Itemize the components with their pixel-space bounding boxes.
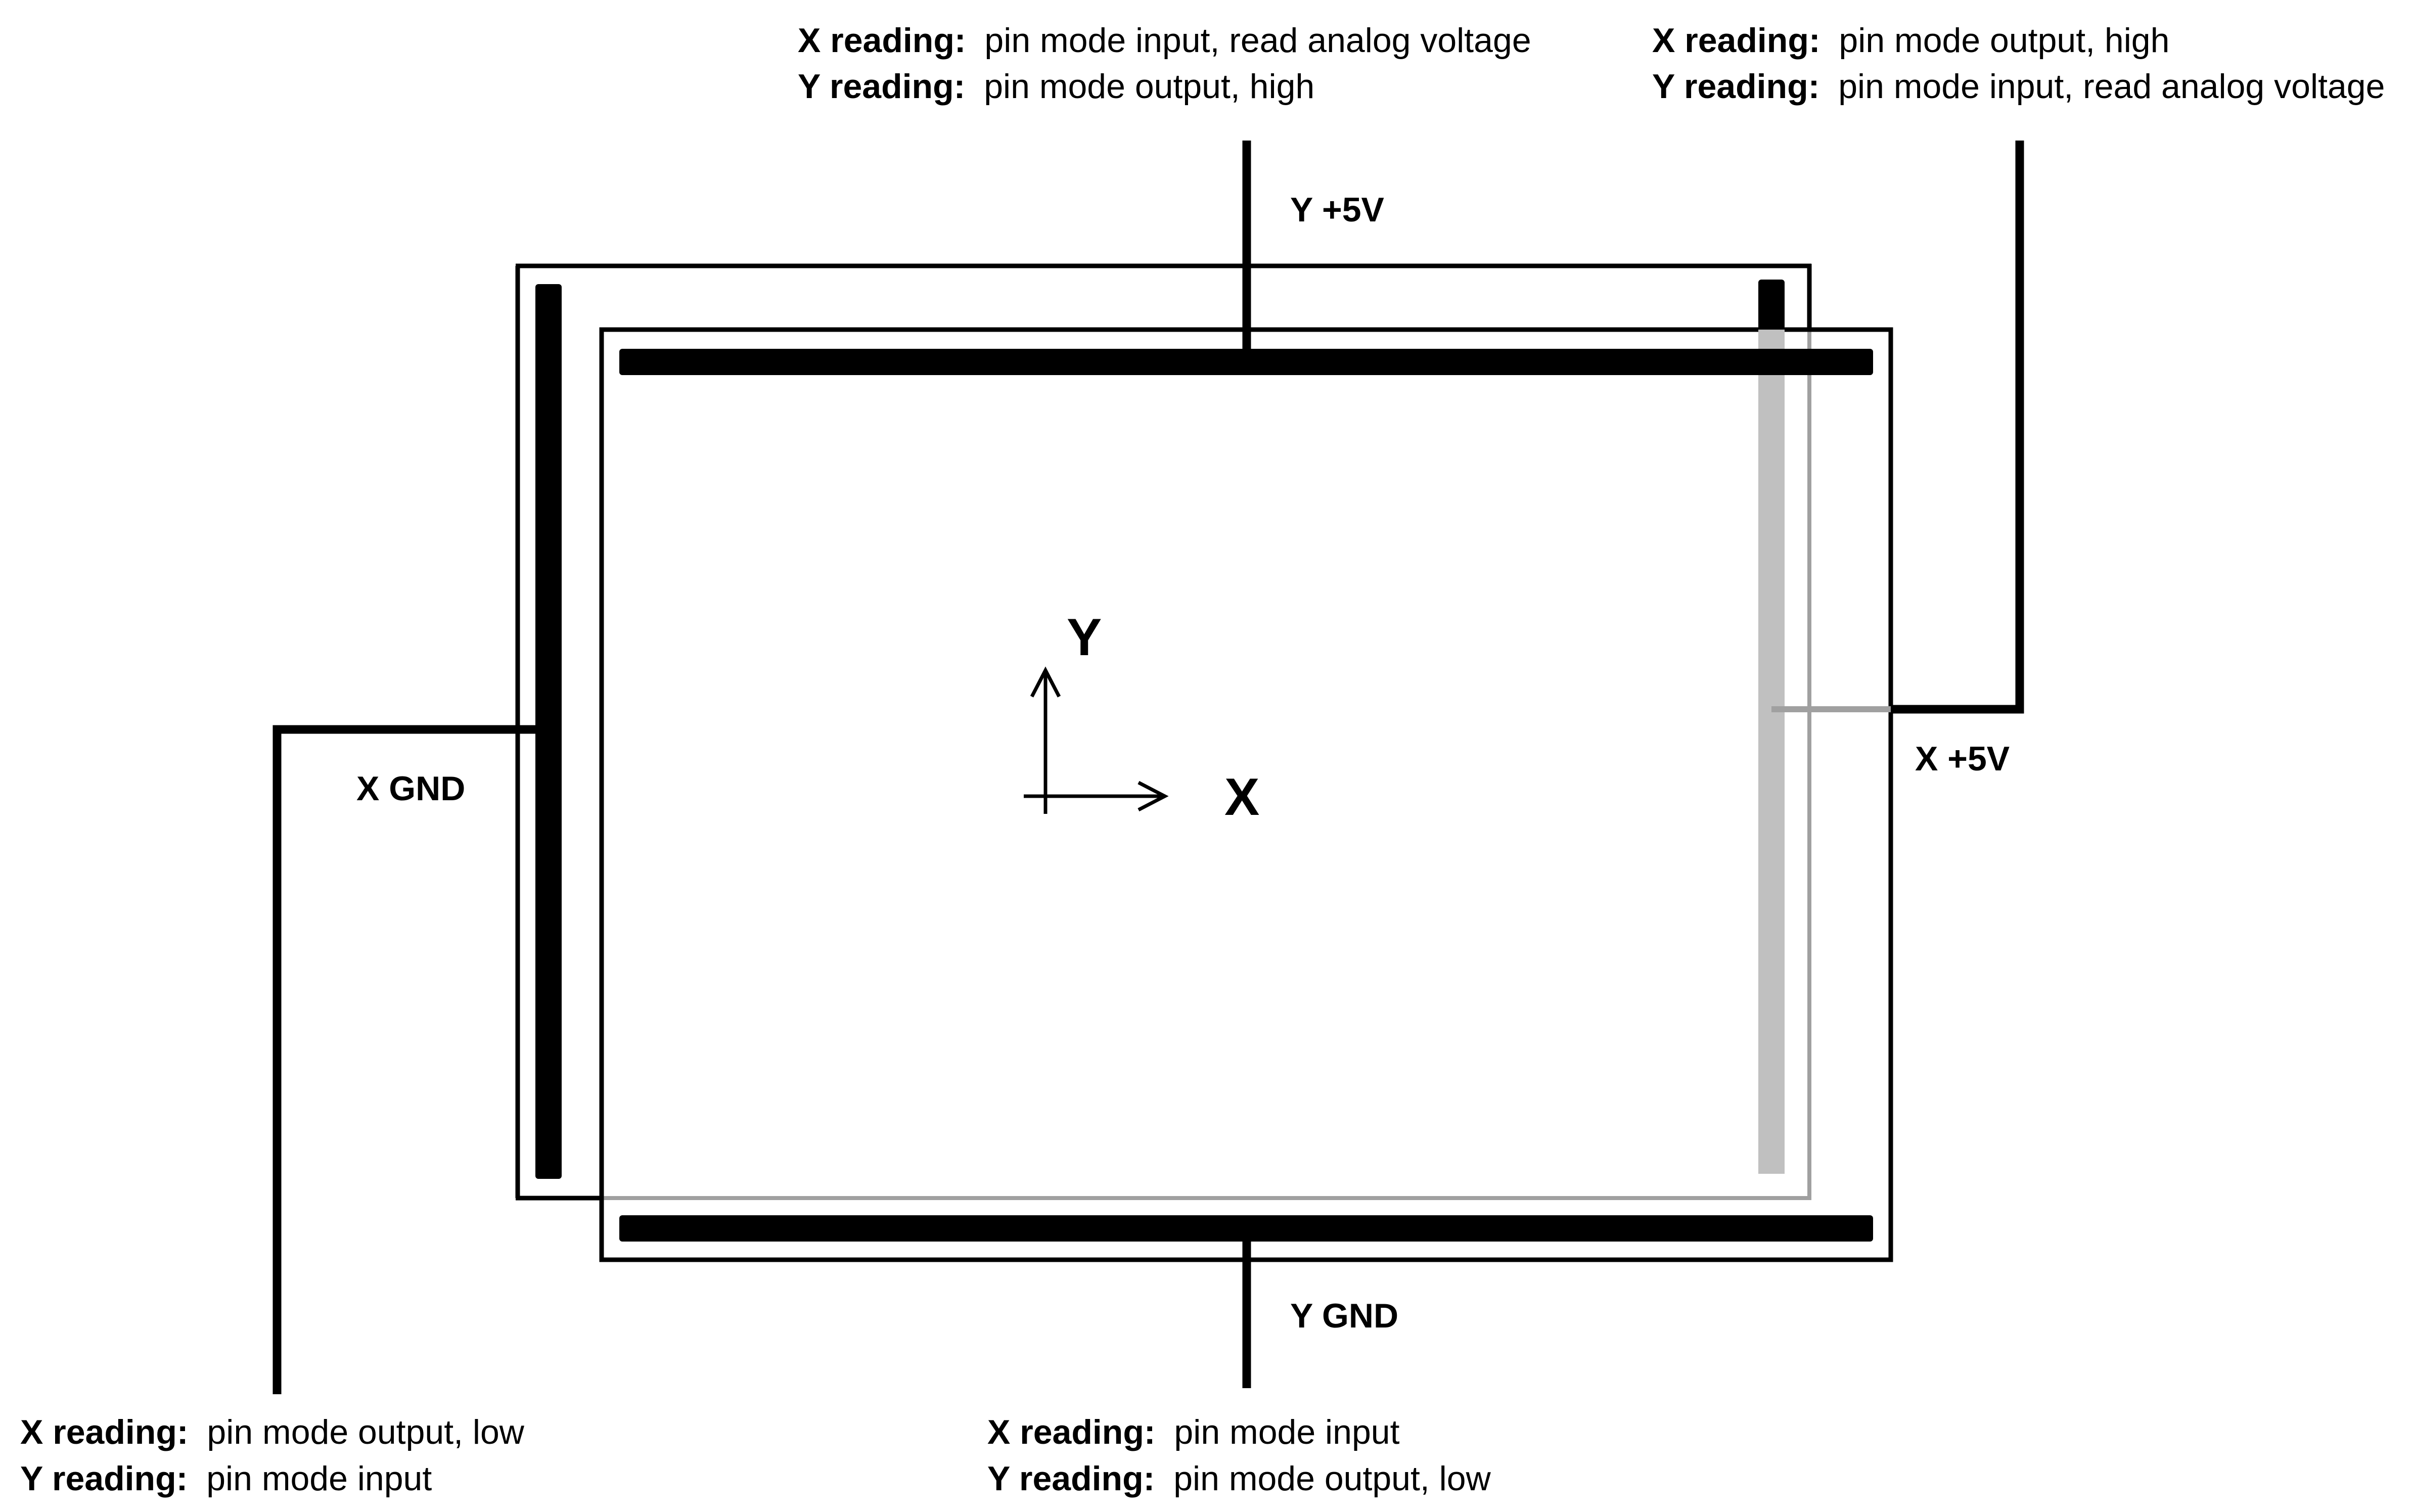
y-plus-caption: X reading: pin mode input, read analog v… [798, 21, 1531, 106]
x-gnd-pin-label: X GND [356, 769, 465, 808]
caption-line: Y reading: pin mode input [20, 1459, 432, 1498]
caption-key: Y reading: [798, 67, 965, 106]
caption-line: X reading: pin mode output, low [20, 1413, 525, 1451]
caption-line: X reading: pin mode input, read analog v… [798, 21, 1531, 60]
caption-value: pin mode input, read analog voltage [984, 21, 1531, 60]
y-gnd-caption: X reading: pin mode input Y reading: pin… [987, 1413, 1491, 1498]
caption-line: X reading: pin mode output, high [1652, 21, 2169, 60]
caption-value: pin mode output, high [1839, 21, 2169, 60]
x-gnd-lead [272, 725, 549, 1394]
x-plus-lead [1891, 141, 2024, 714]
x-axis-label: X [1224, 768, 1259, 827]
caption-value: pin mode input [206, 1459, 432, 1498]
caption-line: Y reading: pin mode output, low [987, 1459, 1491, 1498]
caption-key: X reading: [987, 1413, 1156, 1451]
x-plus-electrode-visible [1758, 280, 1785, 330]
caption-line: X reading: pin mode input [987, 1413, 1400, 1451]
caption-key: X reading: [1652, 21, 1820, 60]
caption-key: Y reading: [987, 1459, 1155, 1498]
x-plus-pin-label: X +5V [1915, 740, 2010, 778]
x-plus-caption: X reading: pin mode output, high Y readi… [1652, 21, 2385, 106]
caption-key: X reading: [20, 1413, 189, 1451]
x-gnd-caption: X reading: pin mode output, low Y readin… [20, 1413, 525, 1498]
caption-value: pin mode output, low [207, 1413, 524, 1451]
caption-line: Y reading: pin mode output, high [798, 67, 1314, 106]
caption-value: pin mode input, read analog voltage [1838, 67, 2385, 106]
caption-value: pin mode output, low [1173, 1459, 1491, 1498]
caption-key: Y reading: [1652, 67, 1819, 106]
caption-key: X reading: [798, 21, 966, 60]
y-axis-label: Y [1067, 608, 1102, 667]
x-layer-panel [515, 263, 1812, 1201]
y-axis-arrowhead [1030, 666, 1061, 698]
x-axis-arrowhead [1137, 781, 1169, 812]
x-plus-electrode-hidden [1758, 330, 1785, 1174]
axis-indicator: X Y [1024, 608, 1259, 827]
caption-value: pin mode output, high [984, 67, 1314, 106]
caption-line: Y reading: pin mode input, read analog v… [1652, 67, 2385, 106]
y-gnd-pin-label: Y GND [1290, 1297, 1398, 1335]
caption-key: Y reading: [20, 1459, 188, 1498]
y-plus-pin-label: Y +5V [1290, 191, 1384, 229]
caption-value: pin mode input [1174, 1413, 1399, 1451]
